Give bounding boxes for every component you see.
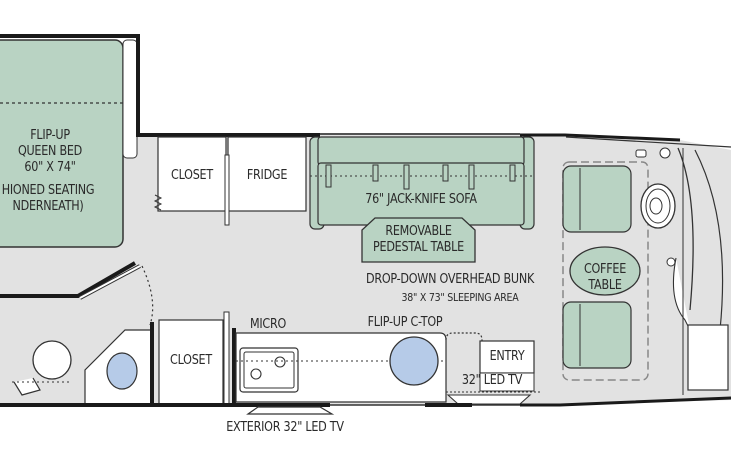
exterior-tv-label: EXTERIOR 32" LED TV — [226, 420, 344, 435]
entry — [479, 340, 535, 374]
closet-top-label: CLOSET — [171, 168, 213, 183]
closet-bottom — [158, 319, 224, 405]
kitchen-sink — [239, 347, 299, 393]
pedestal-table-label: REMOVABLE PEDESTAL TABLE — [373, 224, 464, 255]
swivel-seat-rear — [562, 301, 632, 369]
interior-tv-label: 32" LED TV — [461, 373, 523, 388]
bed-note-label: HIONED SEATING NDERNEATH) — [1, 183, 95, 214]
entry-label: ENTRY — [489, 349, 525, 364]
bunk-size-label: 38" X 73" SLEEPING AREA — [401, 291, 519, 304]
coffee-table — [569, 246, 641, 296]
cooktop — [389, 336, 439, 386]
sofa-back — [317, 136, 525, 166]
wall-top — [0, 34, 320, 137]
c-top-label: FLIP-UP C-TOP — [367, 315, 443, 330]
coffee-table-label: COFFEE TABLE — [583, 262, 627, 293]
fridge-label: FRIDGE — [246, 168, 288, 183]
sink-bath — [106, 352, 138, 390]
exterior-tv-icon — [246, 406, 335, 415]
bunk-label: DROP-DOWN OVERHEAD BUNK — [365, 272, 535, 287]
pedestal-table — [361, 217, 476, 263]
toilet — [32, 340, 72, 380]
interior-tv-stand — [446, 394, 532, 405]
micro-label: MICRO — [249, 317, 287, 332]
swivel-seat-front — [562, 165, 632, 233]
fridge — [227, 136, 307, 212]
bed-label: FLIP-UP QUEEN BED 60" X 74" — [17, 128, 83, 175]
sofa-label: 76" JACK-KNIFE SOFA — [365, 192, 477, 207]
closet-bottom-label: CLOSET — [170, 353, 212, 368]
